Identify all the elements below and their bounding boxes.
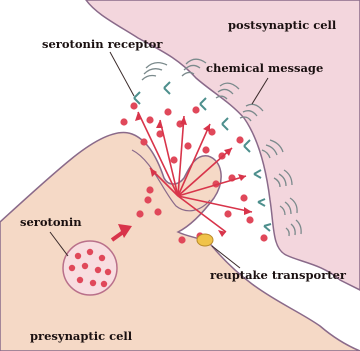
- label-chemical-message: chemical message: [206, 61, 323, 75]
- label-presynaptic-cell: presynaptic cell: [30, 329, 133, 343]
- transporter-icon: [197, 234, 213, 246]
- label-serotonin-receptor: serotonin receptor: [42, 37, 163, 51]
- label-serotonin: serotonin: [20, 215, 82, 229]
- label-postsynaptic-cell: postsynaptic cell: [228, 18, 337, 32]
- label-reuptake-transporter: reuptake transporter: [210, 268, 347, 282]
- leader-serotonin-receptor: [110, 52, 134, 96]
- vesicle-icon: [63, 241, 117, 295]
